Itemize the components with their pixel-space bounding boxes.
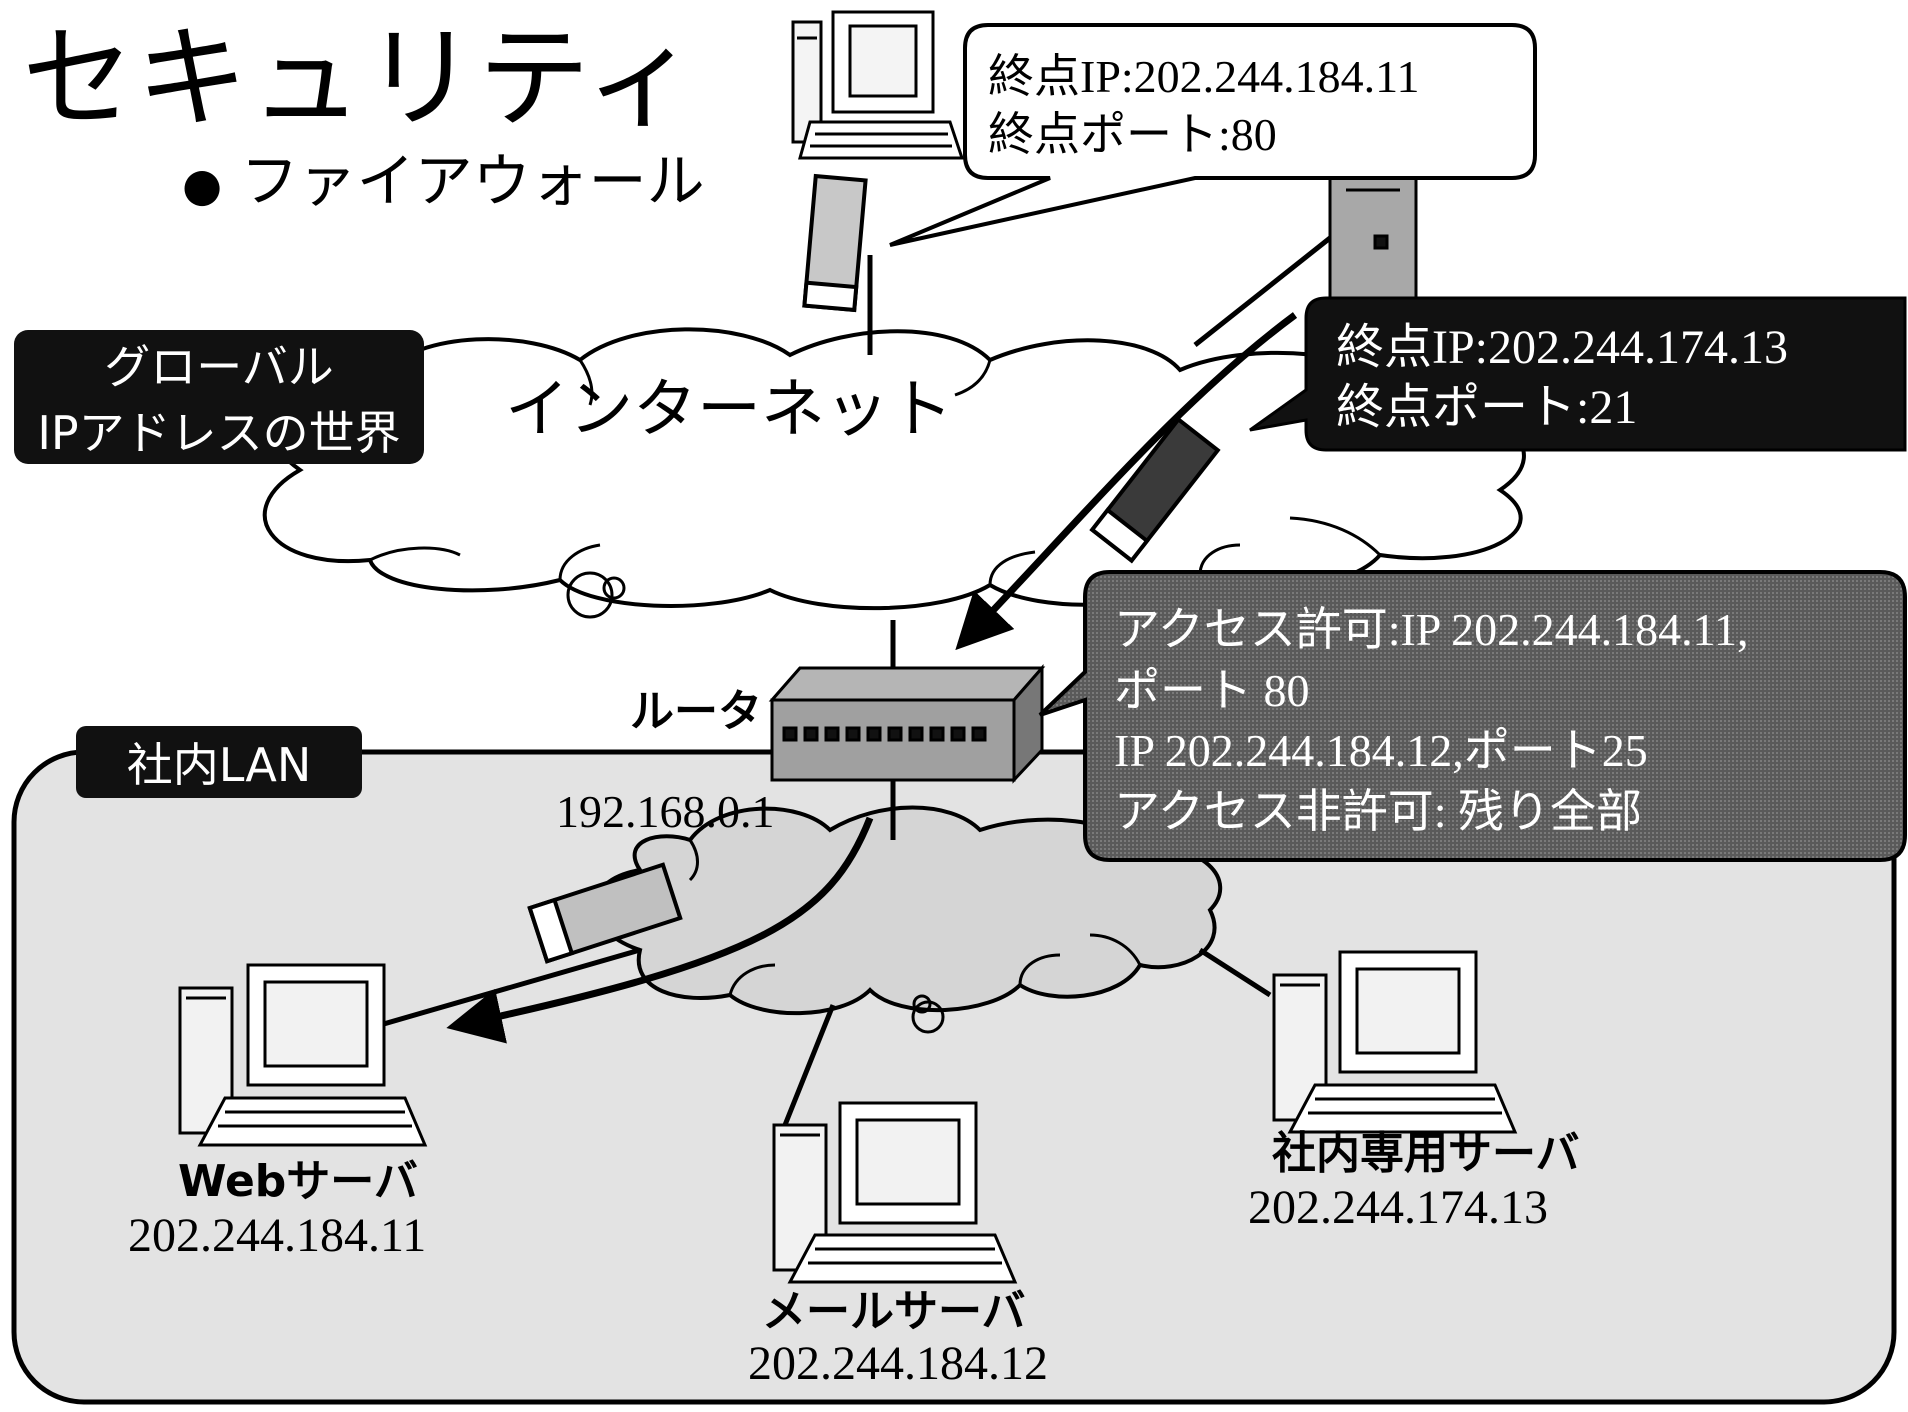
callout-dark-bubble (1249, 296, 1907, 452)
packet-dark (1089, 416, 1221, 564)
callout-top-line1: 終点IP:202.244.184.11 (988, 51, 1420, 102)
internet-label: インターネット (505, 373, 953, 447)
subtitle-text: ファイアウォール (240, 147, 705, 215)
web-server-ip: 202.244.184.11 (128, 1209, 427, 1262)
rules-line1: アクセス許可:IP 202.244.184.11, (1114, 604, 1749, 655)
packet-lan (527, 862, 683, 964)
callout-dark-line2: 終点ポート:21 (1336, 381, 1638, 434)
top-client-pc (791, 10, 965, 160)
router-ip: 192.168.0.1 (556, 786, 775, 837)
internal-server-ip: 202.244.174.13 (1248, 1181, 1548, 1234)
mail-server-ip: 202.244.184.12 (748, 1337, 1048, 1390)
callout-top-bubble (889, 23, 1537, 247)
callout-rules-text: アクセス許可:IP 202.244.184.11, ポート 80 IP 202.… (1114, 600, 1748, 843)
router-device (768, 664, 1046, 784)
rules-line4: アクセス非許可: 残り全部 (1114, 786, 1642, 838)
packet-top (802, 173, 868, 313)
web-server-pc (178, 963, 428, 1147)
callout-rules-bubble (1038, 570, 1907, 862)
arrow-router-to-web (446, 816, 874, 1044)
subtitle: ● ファイアウォール (182, 147, 705, 215)
callout-top-line2: 終点ポート:80 (988, 108, 1277, 160)
callout-top-text: 終点IP:202.244.184.11 終点ポート:80 (988, 48, 1419, 163)
rules-line3: IP 202.244.184.12,ポート25 (1114, 725, 1648, 777)
global-ip-label-line2: IPアドレスの世界 (37, 406, 401, 460)
global-ip-label-line1: グローバル (104, 340, 334, 394)
internal-server-name: 社内専用サーバ (1272, 1128, 1580, 1179)
mail-server-name: メールサーバ (762, 1286, 1026, 1337)
lan-label: 社内LAN (76, 726, 362, 798)
page-title: セキュリティ (22, 14, 700, 144)
internal-server-pc (1272, 950, 1518, 1134)
router-label: ルータ (630, 686, 762, 737)
global-ip-label: グローバル IPアドレスの世界 (14, 330, 424, 464)
lan-cloud (593, 805, 1223, 1034)
web-server-name: Webサーバ (178, 1156, 418, 1207)
bullet-icon: ● (182, 157, 223, 212)
callout-dark-text: 終点IP:202.244.174.13 終点ポート:21 (1336, 318, 1788, 438)
arrow-internet-to-router (955, 312, 1298, 651)
callout-dark-line1: 終点IP:202.244.174.13 (1336, 321, 1789, 374)
mail-server-pc (772, 1101, 1018, 1284)
rules-line2: ポート 80 (1114, 664, 1310, 716)
